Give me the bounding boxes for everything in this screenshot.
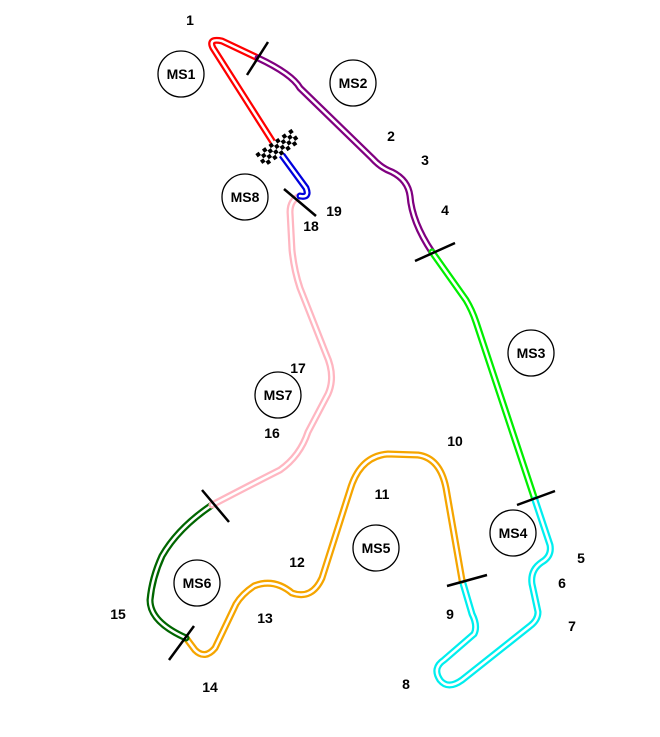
turn-13-label: 13 bbox=[257, 610, 273, 626]
track-segment-ms8 bbox=[272, 143, 311, 200]
checker-square bbox=[279, 144, 286, 151]
turn-4-label: 4 bbox=[441, 202, 449, 218]
turn-1-label: 1 bbox=[186, 12, 194, 28]
turn-12-label: 12 bbox=[289, 554, 305, 570]
ms2-marker: MS2 bbox=[329, 59, 377, 107]
track-segment-ms2 bbox=[254, 54, 436, 256]
turn-7-label: 7 bbox=[568, 618, 576, 634]
boundary-ms4-ms5 bbox=[446, 573, 488, 588]
checker-square bbox=[291, 140, 298, 147]
turn-18-label: 18 bbox=[303, 218, 319, 234]
start-finish-line bbox=[255, 128, 301, 168]
track-segment-ms1 bbox=[208, 36, 280, 151]
checker-square bbox=[274, 143, 280, 150]
turn-5-label: 5 bbox=[577, 550, 585, 566]
turn-2-label: 2 bbox=[387, 128, 395, 144]
checker-square bbox=[261, 147, 268, 153]
turn-labels: 1 2 3 4 5 6 7 8 9 10 11 12 13 14 15 16 1… bbox=[110, 12, 585, 695]
checker-square bbox=[275, 138, 281, 144]
ms3-label: MS3 bbox=[517, 345, 546, 361]
boundary-ms2-ms3 bbox=[414, 241, 456, 263]
checker-square bbox=[273, 149, 279, 155]
checker-square bbox=[286, 139, 292, 146]
checker-square bbox=[281, 133, 288, 139]
ms8-marker: MS8 bbox=[221, 173, 269, 221]
boundary-ms6-ms7 bbox=[201, 489, 230, 523]
checker-square bbox=[266, 153, 273, 160]
turn-15-label: 15 bbox=[110, 606, 126, 622]
ms8-label: MS8 bbox=[231, 189, 260, 205]
ms6-marker: MS6 bbox=[173, 559, 221, 607]
checker-square bbox=[272, 154, 278, 161]
ms6-label: MS6 bbox=[183, 575, 212, 591]
ms7-label: MS7 bbox=[264, 387, 293, 403]
ms1-marker: MS1 bbox=[157, 50, 205, 98]
checker-square bbox=[288, 128, 294, 135]
checker-square bbox=[260, 152, 267, 159]
checker-square bbox=[278, 150, 285, 156]
turn-9-label: 9 bbox=[446, 606, 454, 622]
turn-14-label: 14 bbox=[202, 679, 218, 695]
ms4-label: MS4 bbox=[499, 525, 528, 541]
checker-square bbox=[267, 148, 274, 154]
ms7-marker: MS7 bbox=[254, 371, 302, 419]
checker-square bbox=[292, 135, 299, 141]
ms5-marker: MS5 bbox=[352, 524, 400, 572]
ms5-label: MS5 bbox=[362, 540, 391, 556]
track-segment-ms7 bbox=[208, 192, 335, 509]
turn-11-label: 11 bbox=[375, 486, 390, 502]
ms1-label: MS1 bbox=[167, 66, 196, 82]
track-segment-ms3 bbox=[428, 248, 539, 504]
turn-17-label: 17 bbox=[290, 360, 306, 376]
checker-square bbox=[280, 138, 287, 145]
sector-boundaries bbox=[167, 41, 556, 661]
track-segment-ms6 bbox=[146, 501, 216, 642]
checker-square bbox=[259, 158, 266, 164]
checker-square bbox=[255, 151, 261, 158]
turn-3-label: 3 bbox=[421, 152, 429, 168]
boundary-ms7-ms8 bbox=[283, 188, 317, 217]
track-segment-ms4 bbox=[433, 496, 554, 689]
turn-8-label: 8 bbox=[402, 676, 410, 692]
checker-square bbox=[285, 145, 291, 152]
checker-square bbox=[268, 142, 275, 149]
turn-10-label: 10 bbox=[447, 433, 463, 449]
boundary-ms5-ms6 bbox=[167, 625, 196, 661]
ms2-label: MS2 bbox=[339, 75, 368, 91]
boundary-ms1-ms2 bbox=[245, 41, 270, 76]
turn-6-label: 6 bbox=[558, 575, 566, 591]
ms3-marker: MS3 bbox=[507, 329, 555, 377]
checker-square bbox=[287, 134, 293, 140]
boundary-ms3-ms4 bbox=[516, 489, 556, 507]
turn-16-label: 16 bbox=[264, 425, 280, 441]
track-segment-ms5 bbox=[182, 450, 466, 658]
ms4-marker: MS4 bbox=[489, 509, 537, 557]
turn-19-label: 19 bbox=[326, 203, 342, 219]
checker-square bbox=[265, 159, 272, 165]
